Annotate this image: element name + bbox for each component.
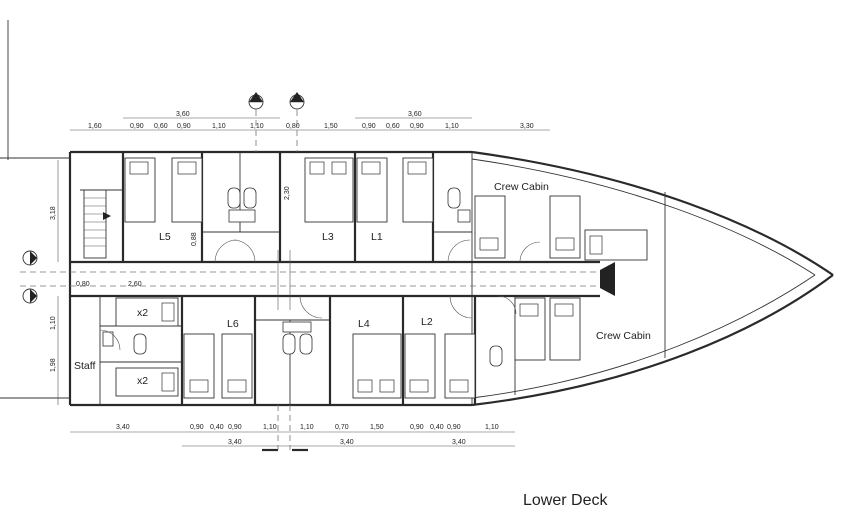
room-label-l5: L5 [159, 231, 171, 243]
room-label-l4: L4 [358, 318, 370, 330]
room-label-l2: L2 [421, 316, 433, 328]
top-dim-2: 0,60 [154, 123, 168, 130]
top-dim-6: 0,80 [286, 123, 300, 130]
side-dim-5: 1,10 [50, 316, 57, 330]
side-dim-2: 0,88 [191, 232, 198, 246]
top-dim-4: 1,10 [212, 123, 226, 130]
top-dim-0: 1,60 [88, 123, 102, 130]
berth-count-upper: x2 [137, 307, 148, 319]
room-label-staff: Staff [74, 360, 95, 372]
bottom-dim-1: 0,90 [190, 424, 204, 431]
side-dim-0: 3,18 [50, 206, 57, 220]
section-marker-bottom-icon [262, 405, 308, 452]
room-label-l1: L1 [371, 231, 383, 243]
section-marker-left-upper-icon [22, 250, 38, 266]
hull-outline [0, 20, 834, 407]
top-dim-group-b: 3,60 [408, 111, 422, 118]
top-dimension-lines [70, 117, 550, 131]
room-label-l3: L3 [322, 231, 334, 243]
berth-count-lower: x2 [137, 375, 148, 387]
bottom-dim-group-2: 3,40 [452, 439, 466, 446]
bottom-dim-10: 0,90 [447, 424, 461, 431]
room-label-crew-cabin-lower: Crew Cabin [596, 330, 651, 342]
top-dim-8: 0,90 [362, 123, 376, 130]
deck-title: Lower Deck [523, 492, 608, 509]
bottom-dim-4: 1,10 [263, 424, 277, 431]
room-labels: L5 L3 L1 L6 L4 L2 Crew Cabin Crew Cabin … [74, 181, 651, 387]
section-marker-a-icon [248, 92, 264, 152]
section-markers [22, 92, 308, 452]
corridor [20, 250, 615, 310]
room-label-crew-cabin-upper: Crew Cabin [494, 181, 549, 193]
bottom-dim-2: 0,40 [210, 424, 224, 431]
side-dim-6: 1,98 [50, 358, 57, 372]
bathroom-fixtures [102, 187, 503, 367]
side-dim-1: 2,30 [284, 186, 291, 200]
bottom-dim-6: 0,70 [335, 424, 349, 431]
bottom-dim-8: 0,90 [410, 424, 424, 431]
staircase [83, 189, 111, 259]
section-marker-left-lower-icon [22, 288, 38, 304]
top-dimensions: 3,60 3,60 1,60 0,90 0,60 0,90 1,10 1,10 … [88, 111, 534, 130]
top-dim-5: 1,10 [250, 123, 264, 130]
bottom-dim-5: 1,10 [300, 424, 314, 431]
bottom-dim-0: 3,40 [116, 424, 130, 431]
room-label-l6: L6 [227, 318, 239, 330]
bottom-dimension-lines [70, 431, 515, 447]
top-dim-11: 1,10 [445, 123, 459, 130]
section-marker-b-icon [289, 92, 305, 152]
upper-beds [124, 157, 648, 261]
door-swings [99, 239, 541, 351]
top-dim-group-a: 3,60 [176, 111, 190, 118]
side-dim-3: 0,80 [76, 281, 90, 288]
bottom-dimensions: 3,40 0,90 0,40 0,90 1,10 1,10 0,70 1,50 … [116, 424, 499, 446]
bottom-dim-11: 1,10 [485, 424, 499, 431]
top-dim-9: 0,60 [386, 123, 400, 130]
bottom-dim-9: 0,40 [430, 424, 444, 431]
top-dim-1: 0,90 [130, 123, 144, 130]
side-dim-4: 2,60 [128, 281, 142, 288]
top-dim-10: 0,90 [410, 123, 424, 130]
lower-beds [115, 297, 581, 399]
top-dim-7: 1,50 [324, 123, 338, 130]
bottom-dim-group-0: 3,40 [228, 439, 242, 446]
top-dim-3: 0,90 [177, 123, 191, 130]
top-dim-12: 3,30 [520, 123, 534, 130]
side-dimensions: 3,18 2,30 0,88 0,80 2,60 1,10 1,98 [50, 186, 291, 372]
bottom-dim-group-1: 3,40 [340, 439, 354, 446]
bottom-dim-7: 1,50 [370, 424, 384, 431]
bottom-dim-3: 0,90 [228, 424, 242, 431]
